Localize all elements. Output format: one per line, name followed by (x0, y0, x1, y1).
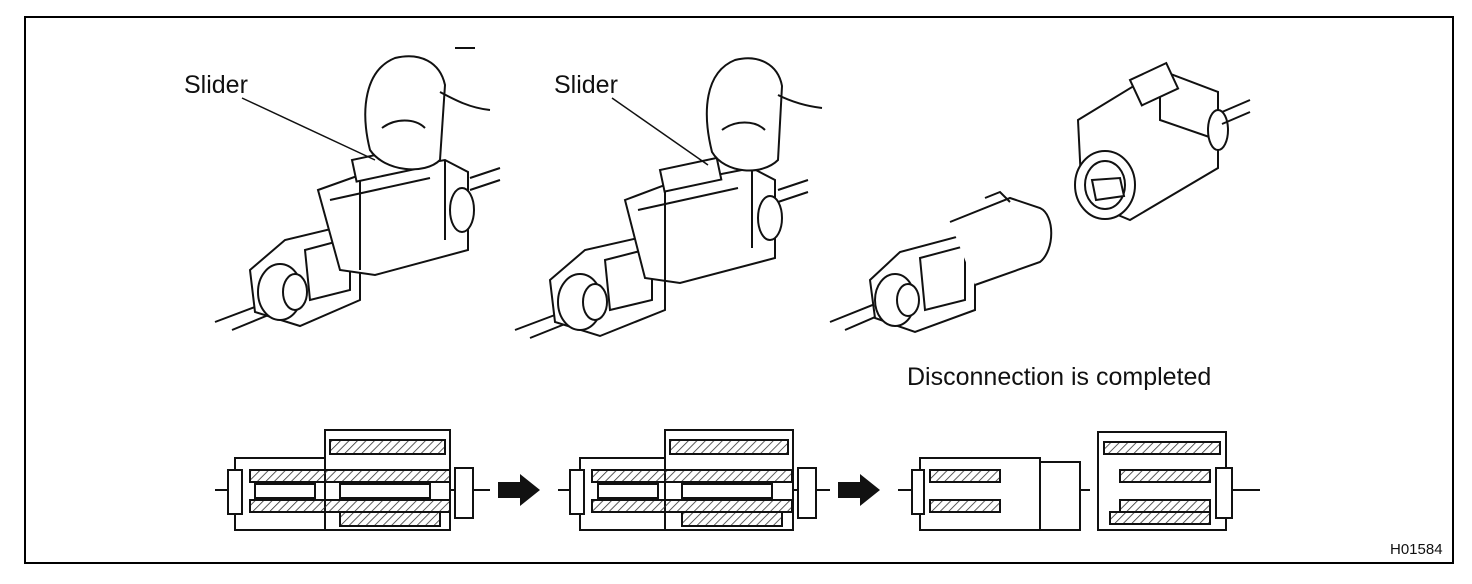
connector-step1-perspective (214, 47, 501, 331)
connector-step2-perspective (514, 57, 823, 339)
slider-leader-line-2 (611, 97, 709, 166)
disconnection-caption: Disconnection is completed (907, 363, 1212, 391)
cross-section-step1 (215, 429, 490, 531)
cross-section-step2 (558, 429, 830, 531)
cross-section-step3 (898, 431, 1260, 531)
figure-code: H01584 (1390, 541, 1443, 558)
slider-label-1: Slider (184, 71, 248, 99)
arrow-right-icon (838, 474, 880, 506)
slider-label-2: Slider (554, 71, 618, 99)
connector-step3-perspective (829, 61, 1251, 334)
slider-leader-line-1 (241, 97, 376, 161)
arrow-right-icon (498, 474, 540, 506)
